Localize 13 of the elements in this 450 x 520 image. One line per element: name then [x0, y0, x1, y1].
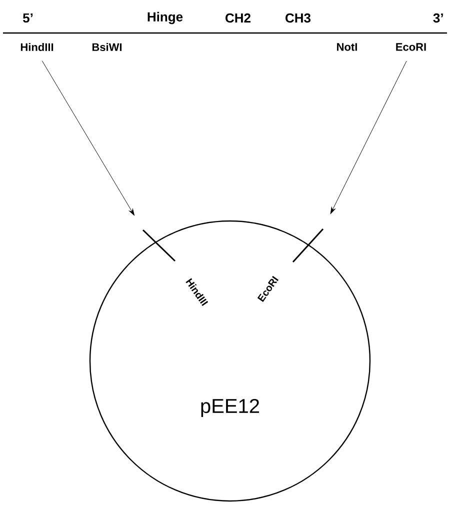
- site-label: BsiWI: [92, 42, 122, 52]
- arrow: [42, 60, 134, 216]
- segment-label: Hinge: [148, 12, 183, 24]
- arrow: [330, 60, 407, 214]
- site-label: HindIII: [20, 42, 54, 52]
- cut-site-tick: [292, 228, 324, 262]
- segment-label: 3’: [433, 13, 443, 23]
- site-label: EcoRI: [396, 43, 426, 51]
- cut-site-tick: [142, 229, 176, 262]
- segment-label: CH2: [226, 13, 250, 23]
- segment-label: CH3: [286, 13, 311, 23]
- site-label: NotI: [337, 43, 357, 51]
- segment-label: 5’: [22, 13, 33, 23]
